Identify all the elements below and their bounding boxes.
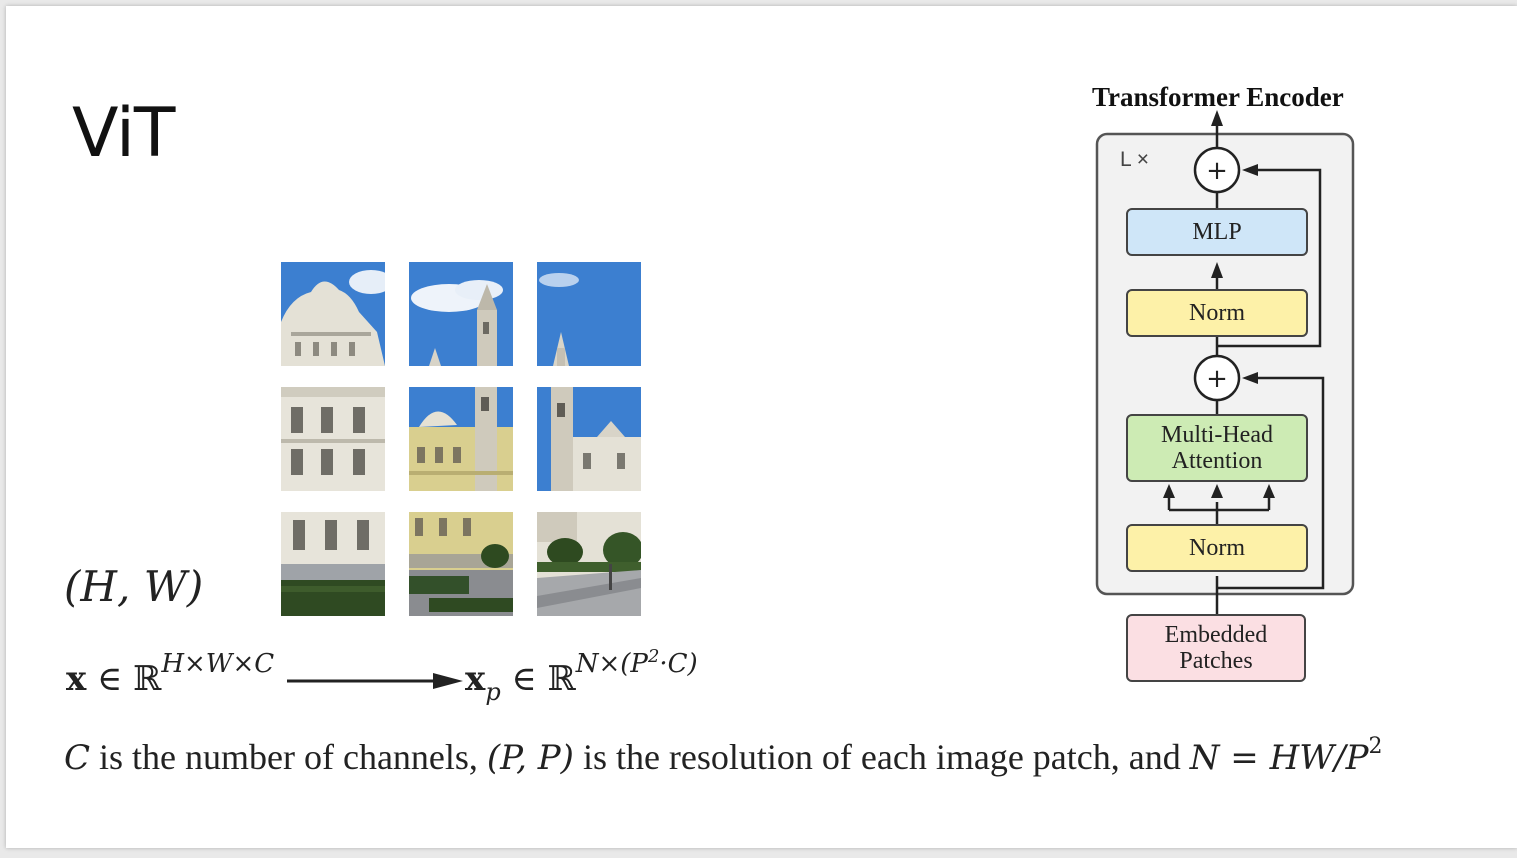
caption-equation-square: 2 — [1368, 734, 1383, 759]
image-patch-9 — [537, 512, 641, 616]
caption-part-2: is the resolution of each image patch, a… — [573, 737, 1190, 777]
attention-label-line2: Attention — [1171, 448, 1263, 474]
image-patch-2 — [409, 262, 513, 366]
norm-bottom-block: Norm — [1126, 524, 1308, 572]
xp-symbol: x — [465, 659, 486, 699]
embedded-patches-block: Embedded Patches — [1126, 614, 1306, 682]
slide: ViT — [6, 6, 1517, 848]
mlp-block: MLP — [1126, 208, 1308, 256]
output-exponent-prefix: N×(P — [575, 649, 648, 679]
caption-part-1: is the number of channels, — [90, 737, 487, 777]
output-arrow-icon — [1211, 110, 1223, 126]
image-patch-1 — [281, 262, 385, 366]
repeat-label: L × — [1120, 148, 1149, 171]
output-exponent-square: 2 — [647, 646, 660, 667]
image-patch-4 — [281, 387, 385, 491]
resolution-label: (H, W) — [64, 562, 204, 611]
attention-block: Multi-Head Attention — [1126, 414, 1308, 482]
image-patch-3 — [537, 262, 641, 366]
image-patch-7 — [281, 512, 385, 616]
encoder-title: Transformer Encoder — [1092, 82, 1344, 112]
reals-symbol-2: ℝ — [547, 659, 576, 699]
embedded-label-line2: Patches — [1179, 648, 1253, 674]
mlp-label: MLP — [1192, 218, 1242, 245]
residual-add-bottom-icon — [1193, 354, 1241, 402]
caption-equation: N = HW/P — [1189, 738, 1369, 778]
reals-symbol: ℝ — [133, 659, 162, 699]
residual-add-top-icon — [1193, 146, 1241, 194]
element-of-symbol: ∈ — [97, 659, 123, 699]
image-patch-5 — [409, 387, 513, 491]
embedded-label-line1: Embedded — [1164, 621, 1268, 648]
xp-subscript: p — [485, 678, 501, 706]
slide-title: ViT — [72, 94, 175, 173]
attention-label-line1: Multi-Head — [1161, 421, 1273, 448]
norm-bottom-label: Norm — [1189, 534, 1245, 561]
mapping-arrow-icon — [287, 673, 464, 689]
norm-top-block: Norm — [1126, 289, 1308, 337]
caption-pp: (P, P) — [486, 738, 574, 778]
output-exponent-suffix: ·C) — [659, 649, 698, 679]
output-shape-exponent: N×(P2·C) — [575, 646, 698, 679]
patch-formula: x ∈ ℝH×W×C xp ∈ ℝN×(P2·C) — [66, 646, 698, 706]
plus-top: + — [1206, 156, 1228, 186]
plus-bottom: + — [1206, 364, 1228, 394]
image-patch-6 — [537, 387, 641, 491]
norm-top-label: Norm — [1189, 299, 1245, 326]
element-of-symbol-2: ∈ — [511, 659, 537, 699]
input-shape-exponent: H×W×C — [161, 649, 275, 679]
slide-caption: C is the number of channels, (P, P) is t… — [64, 734, 1383, 778]
image-patch-8 — [409, 512, 513, 616]
caption-c-var: C — [64, 738, 91, 778]
x-symbol: x — [66, 659, 87, 699]
